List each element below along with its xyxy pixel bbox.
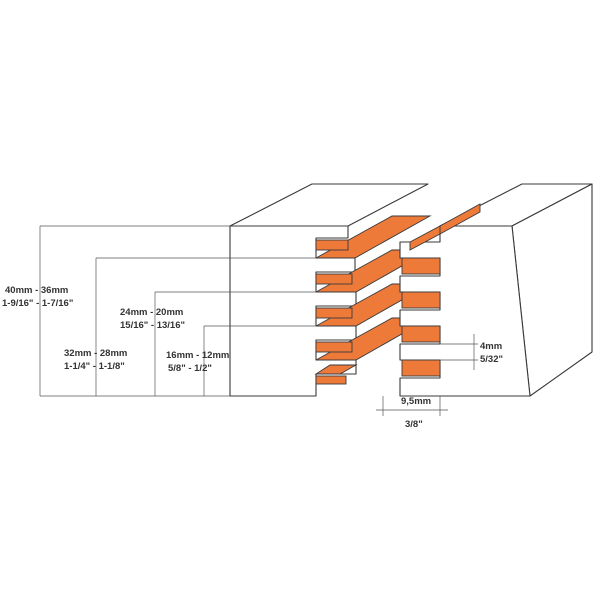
dim-40-inch: 1-9/16" - 1-7/16" bbox=[2, 298, 73, 309]
left-tongue-front-1 bbox=[315, 239, 349, 251]
left-tongue-front-4 bbox=[315, 341, 353, 353]
dim-offset-inch: 3/8" bbox=[405, 419, 423, 430]
right-block bbox=[399, 183, 593, 397]
dimension-labels: 40mm - 36mm 1-9/16" - 1-7/16" 32mm - 28m… bbox=[2, 285, 503, 430]
dim-16-mm: 16mm - 12mm bbox=[166, 350, 229, 361]
dim-slot-inch: 5/32" bbox=[480, 354, 503, 365]
left-tongue-front-3 bbox=[315, 307, 353, 319]
dim-24-mm: 24mm - 20mm bbox=[120, 307, 183, 318]
dim-24-inch: 15/16" - 13/16" bbox=[120, 320, 185, 331]
dimension-lines bbox=[39, 225, 478, 416]
right-top-strip bbox=[409, 225, 441, 251]
right-slots bbox=[401, 203, 481, 377]
left-tongue-front-2 bbox=[315, 273, 353, 285]
right-slot-3 bbox=[401, 325, 441, 343]
left-tongue-top-5 bbox=[314, 364, 358, 375]
left-tongues bbox=[314, 215, 432, 385]
right-slot-4 bbox=[401, 359, 441, 377]
dim-offset-mm: 9,5mm bbox=[401, 396, 431, 407]
right-slot-2 bbox=[401, 291, 441, 309]
left-block bbox=[229, 183, 429, 397]
left-tongue-front-5 bbox=[315, 375, 347, 385]
dim-16-inch: 5/8" - 1/2" bbox=[168, 363, 212, 374]
dim-32-mm: 32mm - 28mm bbox=[64, 348, 127, 359]
right-slot-1 bbox=[401, 257, 441, 275]
left-block-front-face bbox=[229, 225, 357, 397]
dim-32-inch: 1-1/4" - 1-1/8" bbox=[64, 361, 125, 372]
dim-40-mm: 40mm - 36mm bbox=[5, 285, 68, 296]
dim-slot-mm: 4mm bbox=[480, 341, 502, 352]
